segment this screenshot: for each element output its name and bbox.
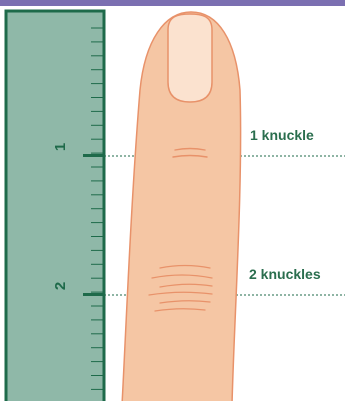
label-one-knuckle: 1 knuckle [250,127,314,143]
ruler-body [6,11,104,401]
ruler-number-2: 2 [52,282,69,290]
finger-nail [168,14,212,102]
ruler-number-1: 1 [52,143,69,151]
ruler-major-mark-2 [83,293,104,296]
ruler-major-mark-1 [83,154,104,157]
finger-icon [122,12,241,401]
label-two-knuckles: 2 knuckles [249,266,321,282]
ruler-icon: 1 2 [6,11,104,401]
